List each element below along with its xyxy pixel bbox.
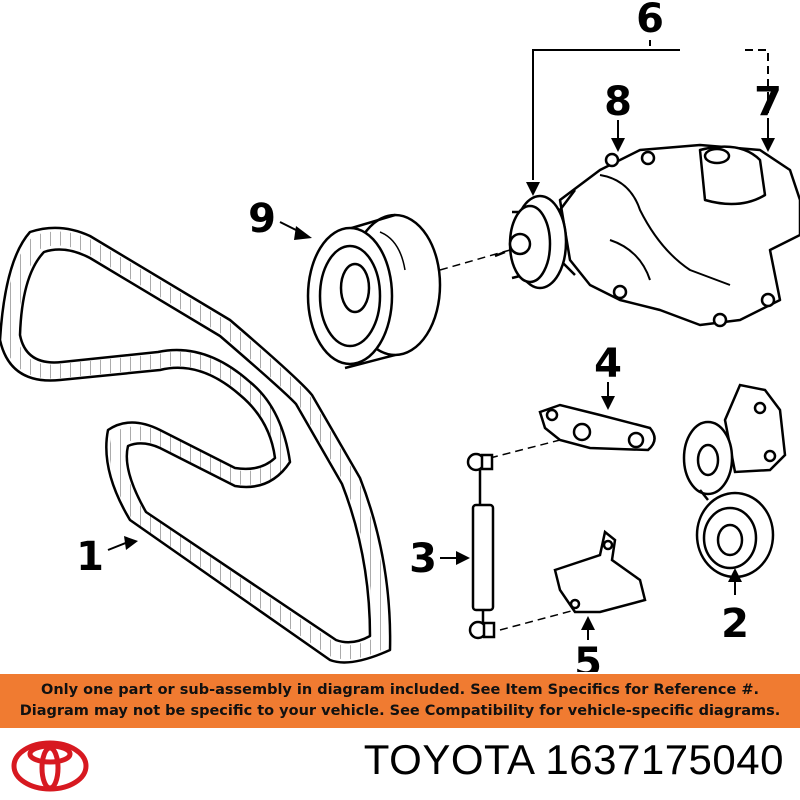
part-number: 1637175040 (545, 736, 784, 783)
callout-6: 6 (636, 0, 664, 42)
tensioner-damper (466, 452, 496, 640)
callout-2: 2 (721, 601, 749, 647)
damper-axis-line (499, 609, 576, 631)
callout-1: 1 (76, 534, 104, 580)
arrowheads (124, 138, 775, 630)
callout-3: 3 (409, 536, 437, 582)
brand-name: TOYOTA (363, 736, 534, 783)
callout-4: 4 (594, 341, 622, 387)
water-pump-assembly (494, 143, 800, 328)
belt-tensioner (682, 383, 787, 579)
callout-9: 9 (248, 196, 276, 242)
tensioner-bracket (538, 403, 656, 452)
bracket-axis-line (489, 439, 561, 459)
disclaimer-line-2: Diagram may not be specific to your vehi… (19, 703, 781, 719)
callout-8: 8 (604, 79, 632, 125)
drive-belt (0, 226, 392, 664)
parts-diagram: 6 8 7 9 4 1 3 2 5 (0, 0, 800, 672)
leader-lines (107, 40, 769, 640)
callout-7: 7 (754, 79, 782, 125)
disclaimer-banner: Only one part or sub-assembly in diagram… (0, 674, 800, 728)
callout-5: 5 (574, 640, 602, 672)
toyota-logo-icon (11, 740, 89, 792)
part-title: TOYOTA 1637175040 (364, 736, 784, 784)
idler-pulley (306, 213, 442, 370)
footer: TOYOTA 1637175040 (0, 728, 800, 800)
lower-bracket (553, 529, 647, 614)
disclaimer-line-1: Only one part or sub-assembly in diagram… (41, 682, 759, 698)
